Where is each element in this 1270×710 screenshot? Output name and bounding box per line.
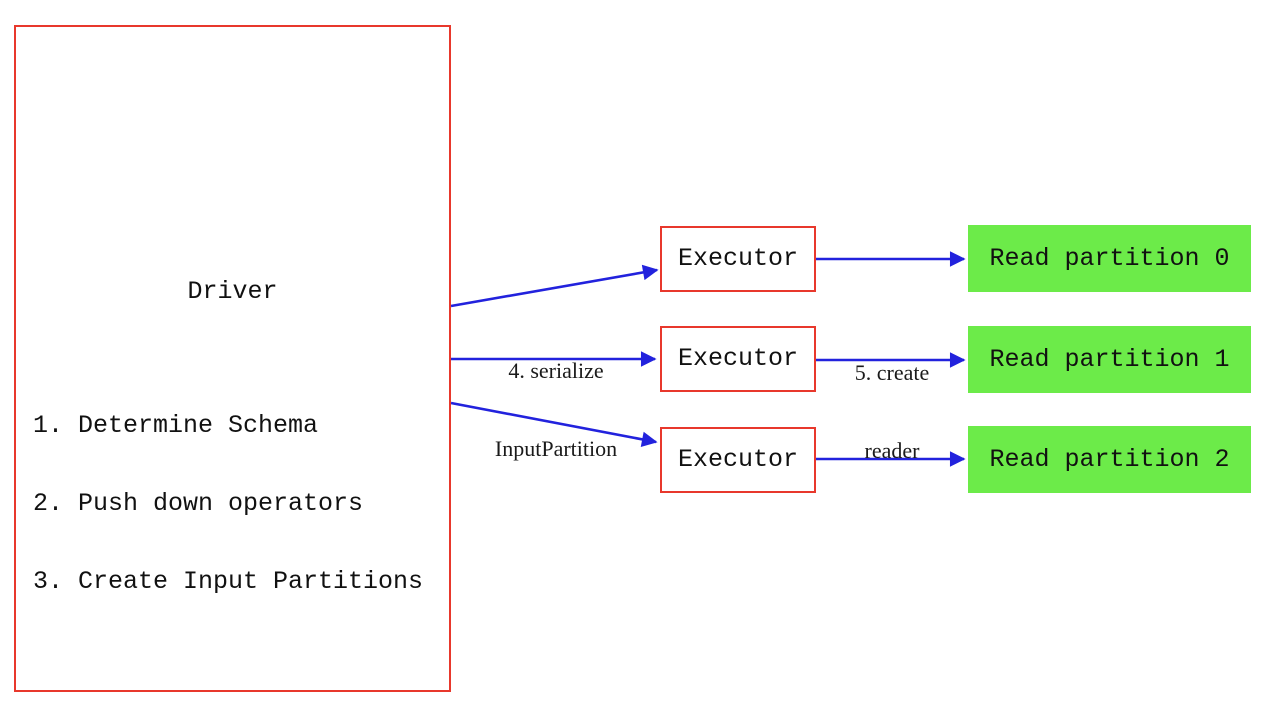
edge-label-line: InputPartition	[494, 436, 618, 461]
edge-label-line: 4. serialize	[508, 358, 604, 383]
executor-node-1: Executor	[660, 326, 816, 392]
edge-label-create-reader: 5. create reader	[832, 308, 952, 516]
edge-label-line: 5. create	[854, 360, 930, 385]
driver-step: 1. Determine Schema	[33, 411, 319, 440]
driver-step: 2. Push down operators	[33, 489, 364, 518]
driver-title: Driver	[187, 277, 278, 306]
arrow-driver-to-executor-0	[450, 264, 659, 308]
arrow-driver-to-executor-2	[450, 401, 658, 448]
edge-label-line: reader	[864, 438, 920, 463]
driver-node: Driver 1. Determine Schema 2. Push down …	[14, 25, 451, 692]
driver-steps: 1. Determine Schema 2. Push down operato…	[33, 361, 423, 647]
executor-node-0: Executor	[660, 226, 816, 292]
read-partition-node-2: Read partition 2	[968, 426, 1251, 493]
edge-label-serialize-inputpartition: 4. serialize InputPartition	[456, 306, 656, 514]
driver-step: 3. Create Input Partitions	[33, 567, 424, 596]
read-partition-node-1: Read partition 1	[968, 326, 1251, 393]
executor-node-2: Executor	[660, 427, 816, 493]
read-partition-node-0: Read partition 0	[968, 225, 1251, 292]
